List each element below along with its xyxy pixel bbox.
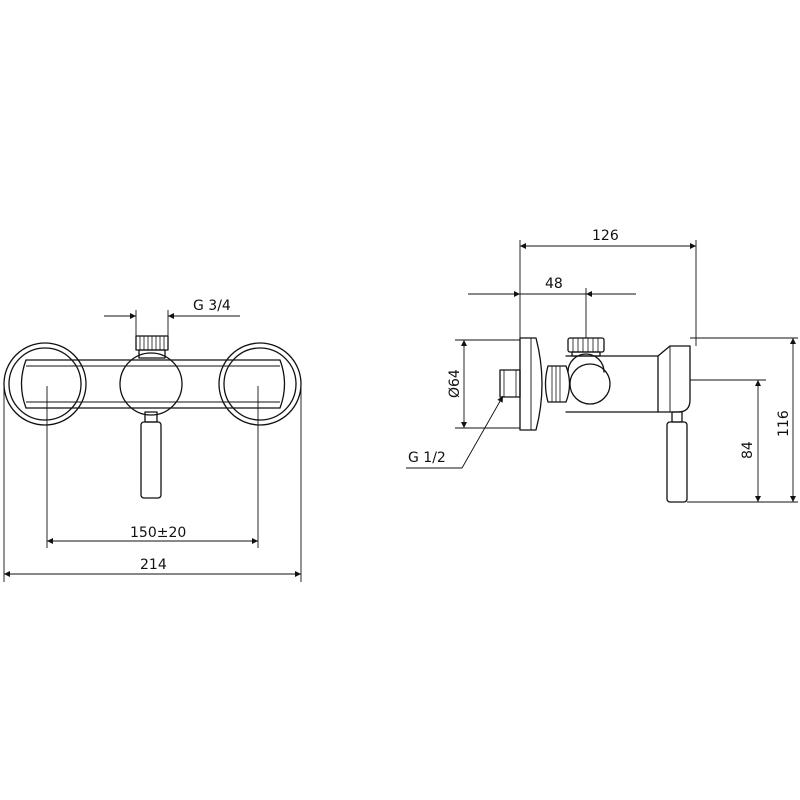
dimension-label-214: 214 [140, 557, 167, 573]
dimension-wall-to-outlet: 48 [468, 276, 636, 297]
dimension-label-126: 126 [592, 228, 619, 244]
dimension-label-48: 48 [545, 276, 563, 292]
lever-handle [140, 411, 162, 499]
dimension-label-d64: Ø64 [447, 369, 463, 398]
dimension-label-84: 84 [740, 441, 756, 459]
side-lever-handle [666, 411, 688, 503]
dimension-center-distance: 150±20 [47, 525, 258, 544]
dimension-label-116: 116 [776, 410, 792, 437]
right-wall-rosette [218, 342, 302, 426]
cartridge-housing [119, 352, 183, 416]
dimension-label-g34: G 3/4 [193, 298, 231, 314]
side-view: 126 48 Ø64 G 1/2 84 116 [406, 228, 798, 503]
mixer-body [20, 359, 286, 409]
dimension-label-150: 150±20 [130, 525, 186, 541]
inlet-thread-stub [499, 369, 521, 398]
left-wall-rosette [3, 342, 87, 426]
side-wall-rosette [519, 337, 543, 431]
dimension-outlet-height: 84 [740, 380, 761, 502]
dimension-overall-depth: 126 [520, 228, 696, 249]
side-top-nut [567, 337, 605, 357]
dimension-overall-width: 214 [4, 557, 301, 577]
front-view: G 3/4 150±20 214 [3, 298, 302, 582]
dimension-label-g12: G 1/2 [408, 450, 446, 466]
dimension-connection-thread: G 3/4 [104, 298, 240, 319]
outlet-connection-nut [135, 335, 169, 359]
dimension-outlet-thread: G 1/2 [406, 395, 504, 469]
side-connection-nut [544, 365, 571, 403]
dimension-rosette-diameter: Ø64 [447, 340, 467, 428]
dimension-overall-height: 116 [776, 338, 796, 502]
